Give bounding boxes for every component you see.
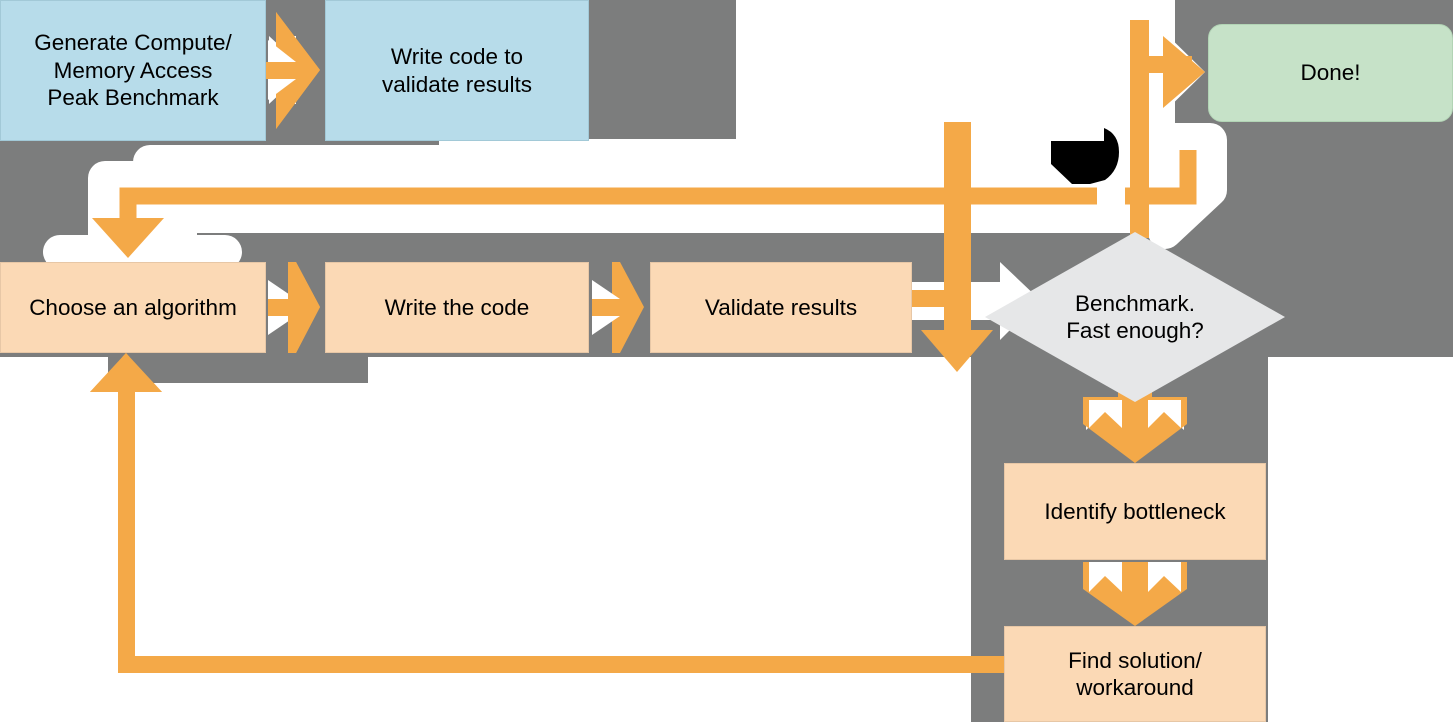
node-write-code[interactable]: Write the code (325, 262, 589, 353)
node-identify-bottleneck[interactable]: Identify bottleneck (1004, 463, 1266, 560)
node-write-validation-code[interactable]: Write code to validate results (325, 0, 589, 141)
node-generate-benchmark[interactable]: Generate Compute/ Memory Access Peak Ben… (0, 0, 266, 141)
node-label: Choose an algorithm (29, 294, 237, 320)
edge-choose-to-write-code (268, 262, 320, 353)
node-label: Done! (1300, 60, 1361, 86)
edge-generate-to-write-validation (266, 12, 320, 129)
edge-benchmark-to-identify (1083, 389, 1187, 463)
node-label: Find solution/ workaround (1068, 647, 1202, 700)
middle-row-gray-shoulder (90, 353, 368, 664)
node-find-solution[interactable]: Find solution/ workaround (1004, 626, 1266, 722)
edge-find-to-choose (90, 353, 1010, 722)
black-blob-artifact (1051, 128, 1119, 184)
node-label: Write the code (384, 294, 530, 320)
node-label: Validate results (704, 294, 858, 320)
edge-identify-to-find (1083, 562, 1187, 626)
node-label: Generate Compute/ Memory Access Peak Ben… (34, 30, 232, 111)
node-label: Identify bottleneck (1044, 498, 1226, 524)
node-label: Write code to validate results (381, 44, 533, 97)
node-done[interactable]: Done! (1208, 24, 1453, 122)
edge-validate-to-benchmark (900, 122, 1040, 372)
edge-write-code-to-validate (592, 262, 644, 353)
edge-write-validation-to-choose (43, 123, 1227, 279)
node-validate-results[interactable]: Validate results (650, 262, 912, 353)
node-choose-algorithm[interactable]: Choose an algorithm (0, 262, 266, 353)
node-benchmark-decision-shape[interactable] (985, 232, 1285, 402)
edge-benchmark-to-done (1097, 18, 1205, 238)
